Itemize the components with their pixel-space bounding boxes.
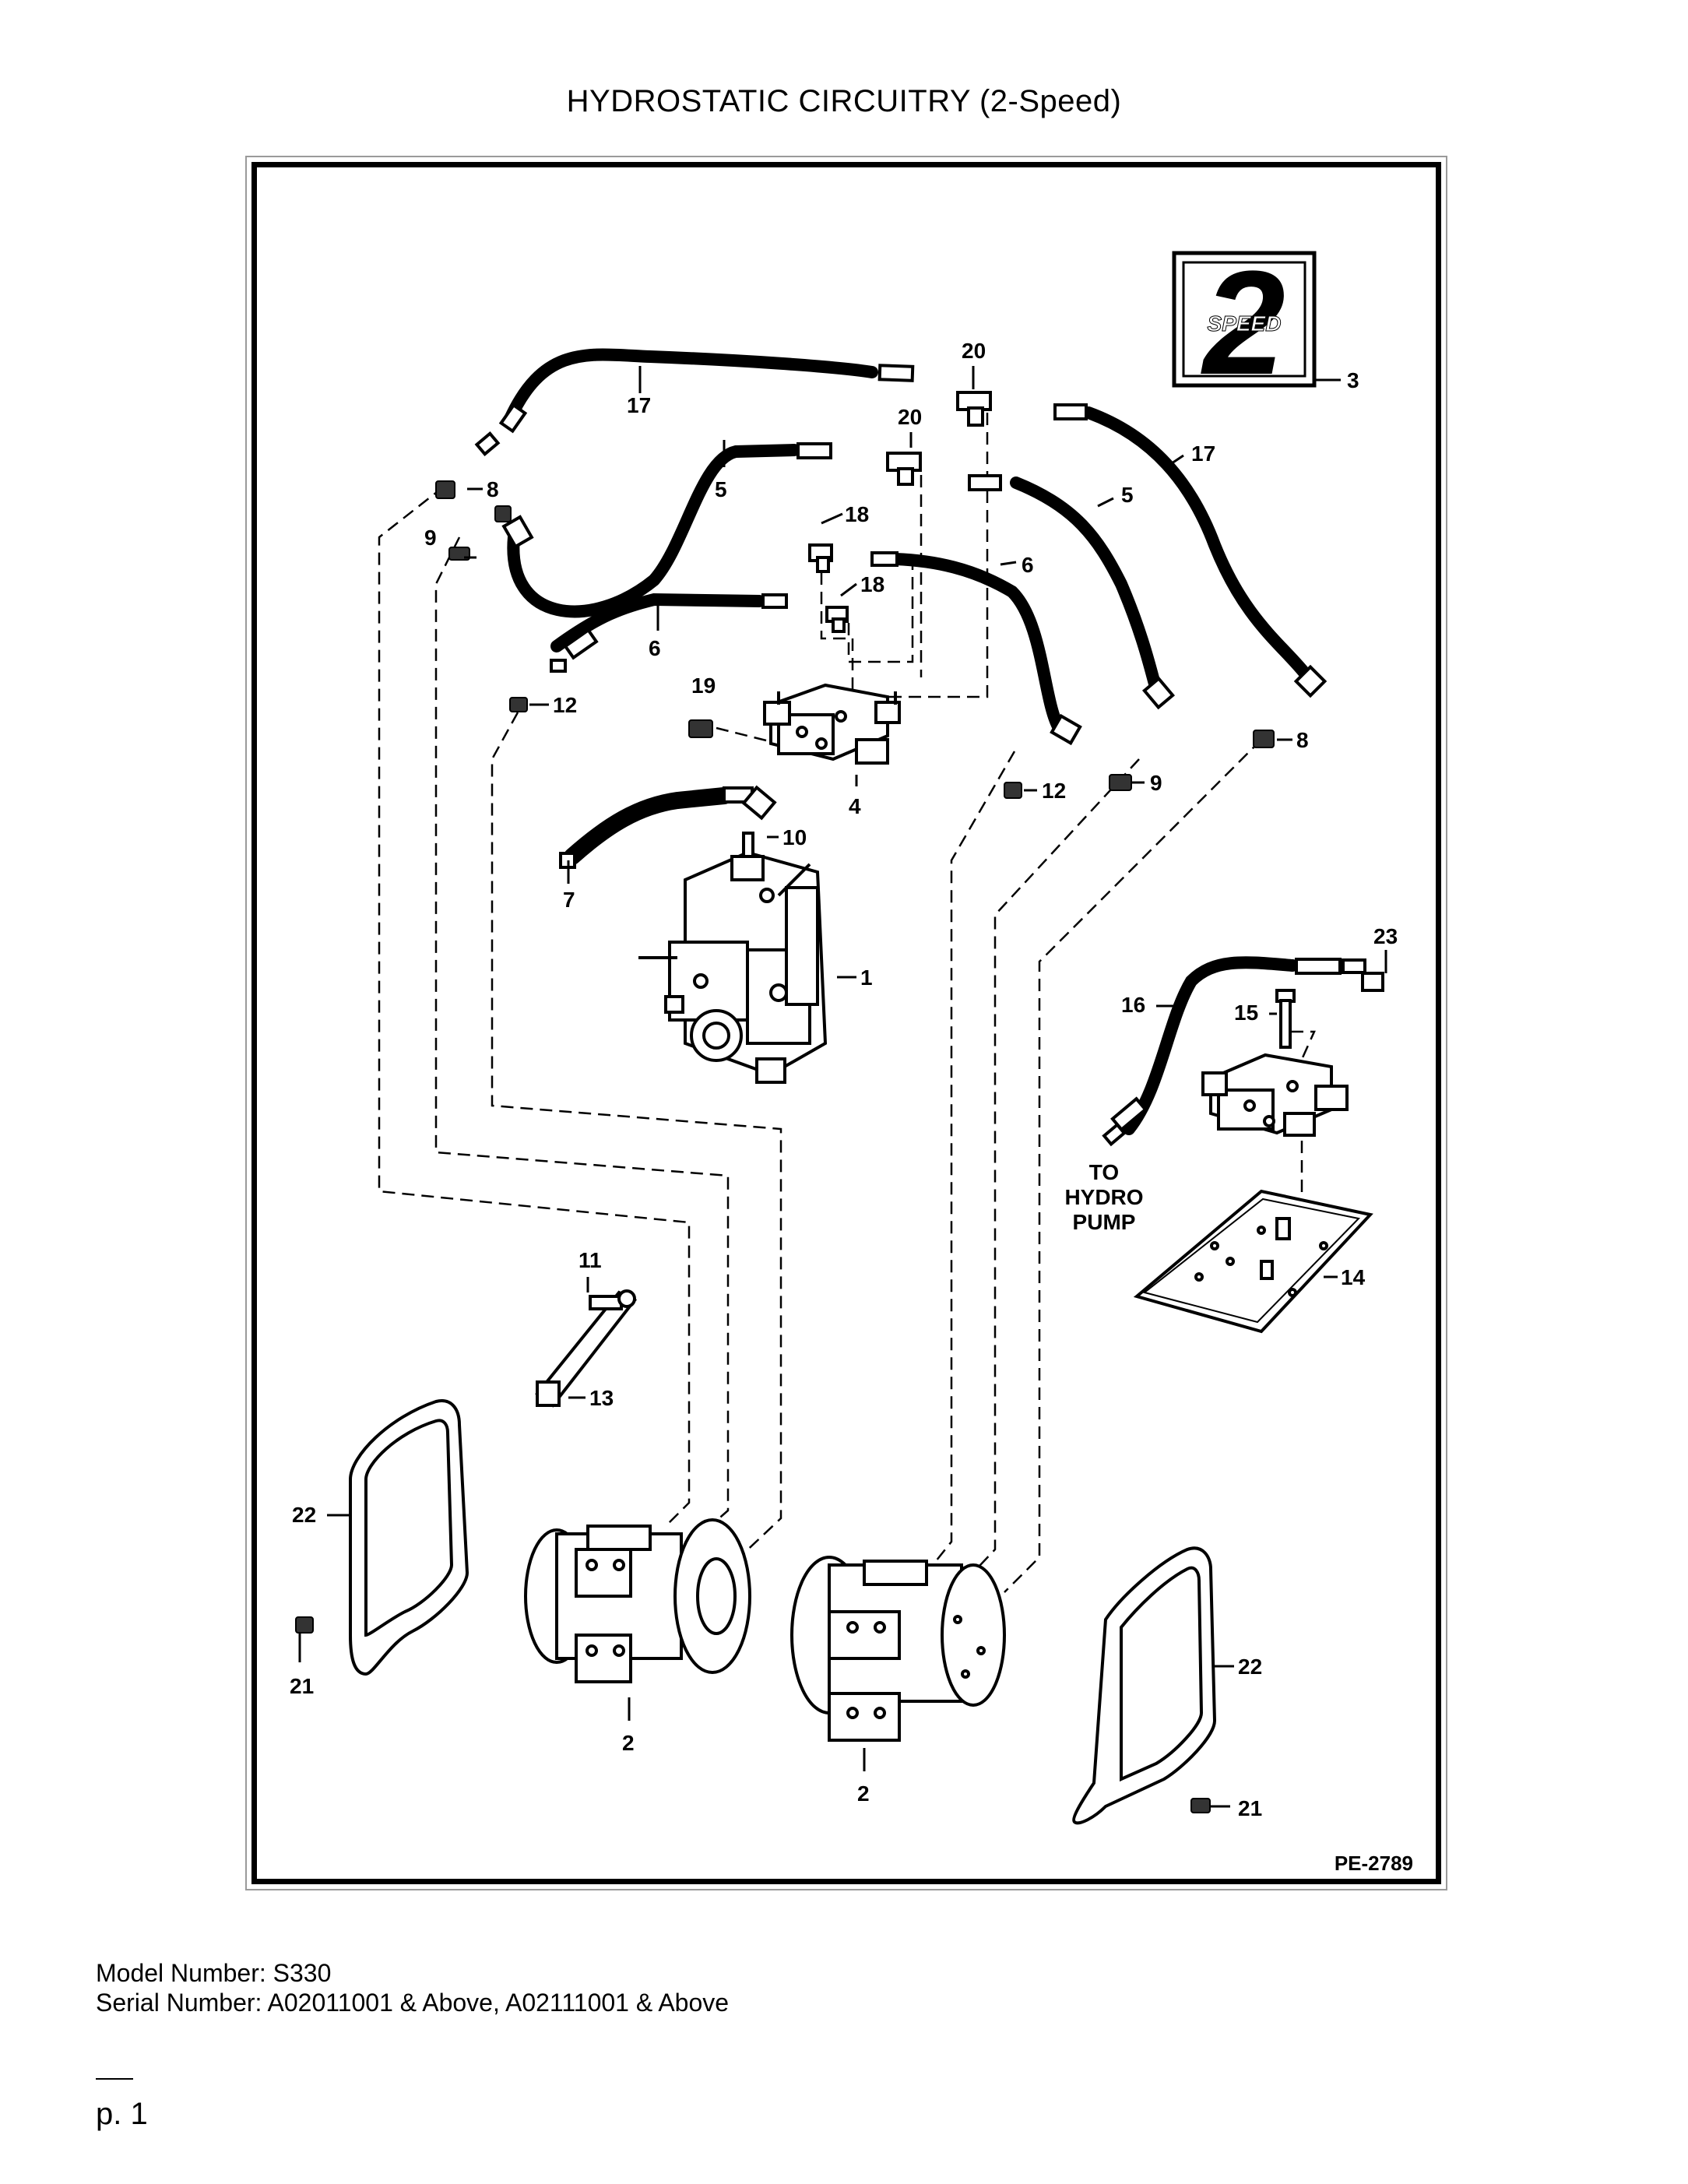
callout-7: 7: [563, 888, 575, 912]
callout-21b: 21: [1238, 1796, 1262, 1820]
serial-number: Serial Number: A02011001 & Above, A02111…: [96, 1989, 730, 2017]
callouts: 3 1 4 5 5 6 6 7 8 8 9 9 10 11 12 12 13 1…: [290, 339, 1398, 1820]
hose-5-right: [1010, 477, 1162, 695]
badge-digit: 2: [1201, 241, 1285, 406]
page-title: HYDROSTATIC CIRCUITRY (2-Speed): [566, 84, 1122, 118]
callout-10: 10: [782, 825, 807, 849]
callout-9a: 9: [424, 526, 437, 550]
callout-18a: 18: [845, 502, 869, 526]
hose-6-left: [550, 593, 765, 652]
callout-18b: 18: [860, 572, 884, 596]
diagram-frame-outer: [245, 156, 1447, 1890]
control-valve: [763, 683, 901, 765]
diagram-frame: [251, 162, 1441, 1884]
callout-8a: 8: [487, 477, 499, 501]
hose-6-right: [889, 553, 1065, 734]
callout-11: 11: [578, 1248, 602, 1272]
page-rule: [96, 2078, 133, 2080]
callout-20b: 20: [898, 405, 922, 429]
badge-speed-text: SPEED: [1208, 311, 1282, 336]
callout-17b: 17: [1191, 441, 1215, 466]
callout-12a: 12: [553, 693, 577, 717]
note-line-3: PUMP: [1073, 1210, 1136, 1234]
lever-arm: [535, 1289, 638, 1408]
hydro-pump: [638, 832, 828, 1084]
hose-7: [564, 787, 733, 865]
model-number: Model Number: S330: [96, 1959, 332, 1987]
callout-13: 13: [589, 1386, 614, 1410]
mounting-plate: [1133, 1189, 1373, 1334]
callout-2b: 2: [857, 1781, 870, 1806]
drive-motor-left: [524, 1518, 751, 1683]
callout-16: 16: [1121, 993, 1145, 1017]
motor-cover-right: [1072, 1546, 1217, 1825]
callout-15: 15: [1234, 1001, 1258, 1025]
callout-6b: 6: [1022, 553, 1034, 577]
to-hydro-pump-note: TO HYDRO PUMP: [1064, 1160, 1143, 1234]
callout-2a: 2: [622, 1731, 635, 1755]
note-line-2: HYDRO: [1064, 1185, 1143, 1209]
two-speed-decal: 2 SPEED: [1172, 241, 1317, 406]
callout-4: 4: [849, 794, 861, 818]
plugs: [295, 480, 1275, 1813]
callout-17a: 17: [627, 393, 651, 417]
leader-lines: [298, 366, 1387, 1808]
bolt: [1275, 989, 1296, 1049]
callout-22a: 22: [292, 1503, 316, 1527]
note-line-1: TO: [1089, 1160, 1119, 1184]
callout-12b: 12: [1042, 779, 1066, 803]
callout-6a: 6: [649, 636, 661, 660]
drive-motor-right: [790, 1556, 1006, 1742]
motor-cover-left: [349, 1399, 469, 1676]
callout-5a: 5: [715, 477, 727, 501]
tee-fittings: [808, 391, 1384, 992]
callout-8b: 8: [1296, 728, 1309, 752]
hoses: [504, 348, 1314, 1135]
callout-1: 1: [860, 965, 873, 990]
brake-valve: [1201, 1053, 1349, 1137]
callout-21a: 21: [290, 1674, 314, 1698]
drawing-number: PE-2789: [1335, 1852, 1413, 1875]
callout-22b: 22: [1238, 1655, 1262, 1679]
callout-14: 14: [1341, 1265, 1366, 1289]
callout-3: 3: [1347, 368, 1359, 392]
hose-17-top: [504, 348, 878, 425]
callout-5b: 5: [1121, 483, 1134, 507]
hose-fittings: [474, 364, 1366, 1147]
hose-16: [1123, 956, 1299, 1135]
hose-5-left: [507, 444, 800, 618]
hose-17-right: [1082, 406, 1314, 684]
callout-9b: 9: [1150, 771, 1162, 795]
callout-19: 19: [691, 673, 716, 698]
callout-20a: 20: [962, 339, 986, 363]
page-number: p. 1: [96, 2097, 148, 2131]
callout-23: 23: [1373, 924, 1398, 948]
